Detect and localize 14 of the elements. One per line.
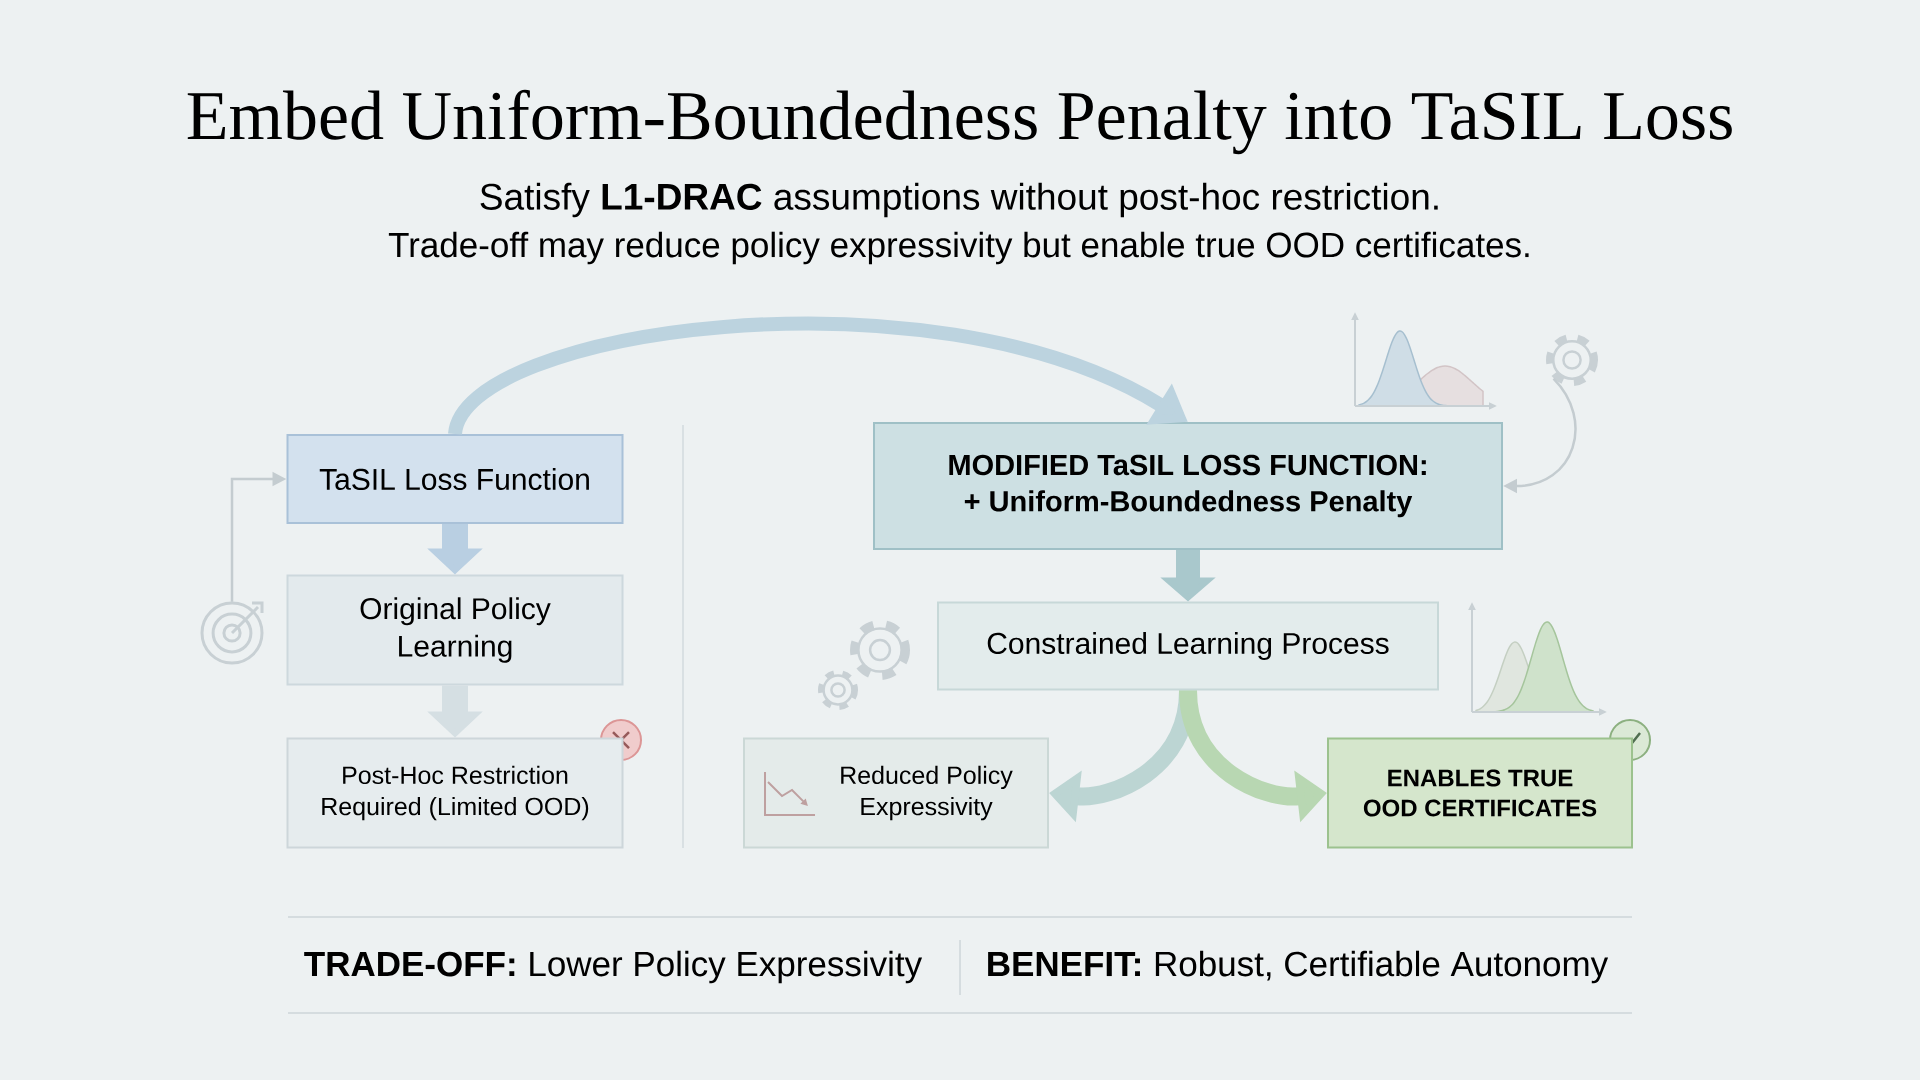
process-box: Post-Hoc Restriction Required (Limited OOD) (286, 737, 624, 849)
summary-text: BENEFIT: Robust, Certifiable Autonomy (988, 950, 1609, 984)
process-box: MODIFIED TaSIL LOSS FUNCTION: + Uniform-Boundedness Penalty (873, 422, 1503, 550)
title: Embed Uniform-Boundedness Penalty into TaSIL Loss (187, 89, 1732, 155)
gear-icon (1546, 334, 1598, 386)
subtitle: Satisfy L1-DRAC assumptions without post-hoc restriction. (480, 182, 1438, 218)
outcome-box: Reduced Policy Expressivity (743, 737, 1049, 849)
process-box: Original Policy Learning (286, 574, 624, 686)
outcome-box: ENABLES TRUE OOD CERTIFICATES (1327, 737, 1633, 849)
summary-text: TRADE-OFF: Lower Policy Expressivity (304, 950, 923, 984)
target-icon (200, 601, 264, 665)
process-box: Constrained Learning Process (937, 601, 1439, 691)
process-box: TaSIL Loss Function (286, 434, 624, 524)
subtitle: Trade-off may reduce policy expressivity but enable true OOD certificates. (388, 231, 1529, 265)
